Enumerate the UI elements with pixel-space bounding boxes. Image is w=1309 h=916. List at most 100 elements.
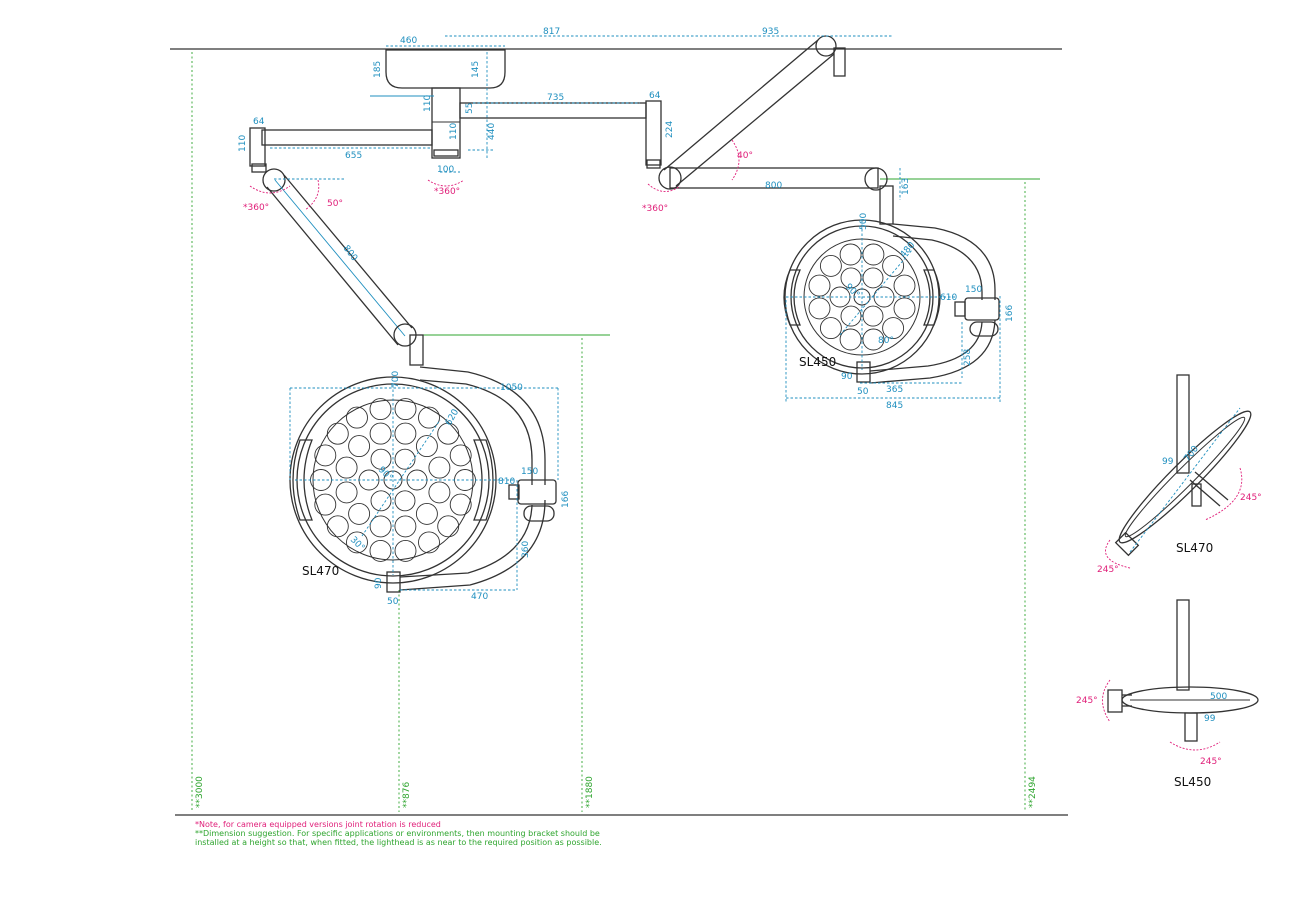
angle-labels: *360° *360° *360° 50° 40° 245° 245° 245°… bbox=[243, 151, 1262, 767]
dim-64-right: 64 bbox=[649, 91, 661, 101]
dim-145: 145 bbox=[471, 61, 481, 78]
dim-64-left: 64 bbox=[253, 117, 265, 127]
dim-110-left: 110 bbox=[238, 135, 248, 152]
dim-845: 845 bbox=[886, 401, 903, 411]
dim-810: 810 bbox=[498, 477, 515, 487]
height-labels: **3000 **876 **1880 **2494 bbox=[195, 776, 1038, 808]
height-3000: **3000 bbox=[195, 776, 205, 808]
led-cell bbox=[348, 435, 371, 458]
dim-1050: 1050 bbox=[500, 383, 523, 393]
sl470-side-view bbox=[1105, 374, 1252, 569]
led-cell bbox=[326, 515, 349, 538]
dim-55: 55 bbox=[465, 103, 475, 114]
angle-tilt-right: 40° bbox=[737, 151, 753, 161]
dim-470: 470 bbox=[471, 592, 488, 602]
dim-610: 610 bbox=[940, 293, 957, 303]
led-cell bbox=[369, 539, 392, 562]
led-cell bbox=[346, 406, 368, 429]
sl450-led-cells bbox=[808, 243, 916, 351]
led-cell bbox=[862, 328, 885, 351]
dim-224: 224 bbox=[665, 121, 675, 138]
sl450-side-view bbox=[1102, 599, 1259, 751]
dim-500-side: 500 bbox=[1210, 692, 1227, 702]
dim-800-right: 800 bbox=[765, 181, 782, 191]
led-cell bbox=[808, 297, 831, 320]
led-cell bbox=[862, 267, 884, 289]
led-cell bbox=[394, 539, 417, 562]
dim-258: 258 bbox=[963, 349, 973, 366]
led-cell bbox=[893, 297, 916, 320]
note-camera: *Note, for camera equipped versions join… bbox=[195, 820, 441, 829]
led-cell bbox=[808, 274, 831, 297]
led-cell bbox=[819, 317, 842, 340]
led-cell bbox=[418, 531, 440, 554]
dim-655: 655 bbox=[345, 151, 362, 161]
dim-90-sl470: 90 bbox=[374, 577, 384, 589]
dim-817: 817 bbox=[543, 27, 560, 37]
led-cell bbox=[882, 317, 905, 340]
dim-150-sl470: 150 bbox=[521, 467, 538, 477]
dim-50-sl450: 50 bbox=[857, 387, 869, 397]
led-cell bbox=[428, 456, 451, 479]
sl470-lighthead bbox=[289, 366, 557, 593]
led-cell bbox=[415, 502, 438, 525]
dim-100: 100 bbox=[437, 165, 454, 175]
dim-99-side470: 99 bbox=[1162, 457, 1174, 467]
height-2494: **2494 bbox=[1028, 776, 1038, 808]
dim-700: 700 bbox=[391, 371, 401, 388]
led-cell bbox=[394, 422, 417, 445]
dim-163: 163 bbox=[901, 178, 911, 195]
led-cell bbox=[893, 274, 916, 297]
led-cell bbox=[415, 435, 438, 458]
angle-sl450-side-a: 245° bbox=[1076, 696, 1098, 706]
led-cell bbox=[348, 502, 371, 525]
led-cell bbox=[840, 305, 862, 327]
left-spring-arm bbox=[251, 163, 424, 366]
led-cell bbox=[335, 481, 358, 504]
model-label-sl450-side: SL450 bbox=[1174, 775, 1211, 789]
dim-500: 500 bbox=[859, 213, 869, 230]
led-cell bbox=[394, 490, 416, 512]
led-cell bbox=[839, 243, 862, 266]
angle-arcs bbox=[249, 139, 740, 211]
angle-sl470-side-b: 245° bbox=[1097, 565, 1119, 575]
height-1880: **1880 bbox=[585, 776, 595, 808]
horizontal-arms bbox=[249, 100, 662, 169]
led-cell bbox=[394, 515, 417, 538]
dim-166-sl450: 166 bbox=[1005, 305, 1015, 322]
led-cell bbox=[346, 531, 368, 554]
angle-rotation-right: *360° bbox=[642, 204, 668, 214]
angle-sl470-side-a: 245° bbox=[1240, 493, 1262, 503]
led-cell bbox=[394, 448, 416, 470]
led-cell bbox=[394, 398, 417, 421]
dim-50-sl470: 50 bbox=[387, 597, 399, 607]
led-cell bbox=[369, 515, 392, 538]
led-cell bbox=[370, 490, 392, 512]
dim-110-mount: 110 bbox=[423, 95, 433, 112]
angle-tilt-left: 50° bbox=[327, 199, 343, 209]
sl470-led-cells bbox=[310, 398, 476, 562]
dim-365: 365 bbox=[886, 385, 903, 395]
dim-80deg-sl450: 80° bbox=[878, 336, 894, 346]
model-label-sl470: SL470 bbox=[302, 564, 339, 578]
led-cell bbox=[369, 398, 392, 421]
led-cell bbox=[335, 456, 358, 479]
dim-360: 360 bbox=[521, 541, 531, 558]
dim-185: 185 bbox=[373, 61, 383, 78]
angle-sl450-side-b: 245° bbox=[1200, 757, 1222, 767]
dim-460: 460 bbox=[400, 36, 417, 46]
dim-150-sl450: 150 bbox=[965, 285, 982, 295]
led-cell bbox=[839, 328, 862, 351]
dim-166-sl470: 166 bbox=[561, 491, 571, 508]
right-spring-arm bbox=[658, 35, 894, 225]
dim-110-column: 110 bbox=[449, 123, 459, 140]
dimension-labels: 460 817 935 185 145 110 55 110 440 100 7… bbox=[238, 27, 1227, 724]
led-cell bbox=[840, 267, 862, 289]
led-cell bbox=[819, 254, 842, 277]
led-cell bbox=[862, 243, 885, 266]
dim-440: 440 bbox=[487, 123, 497, 140]
led-cell bbox=[418, 406, 440, 429]
led-cell bbox=[862, 305, 884, 327]
angle-rotation-left: *360° bbox=[243, 203, 269, 213]
